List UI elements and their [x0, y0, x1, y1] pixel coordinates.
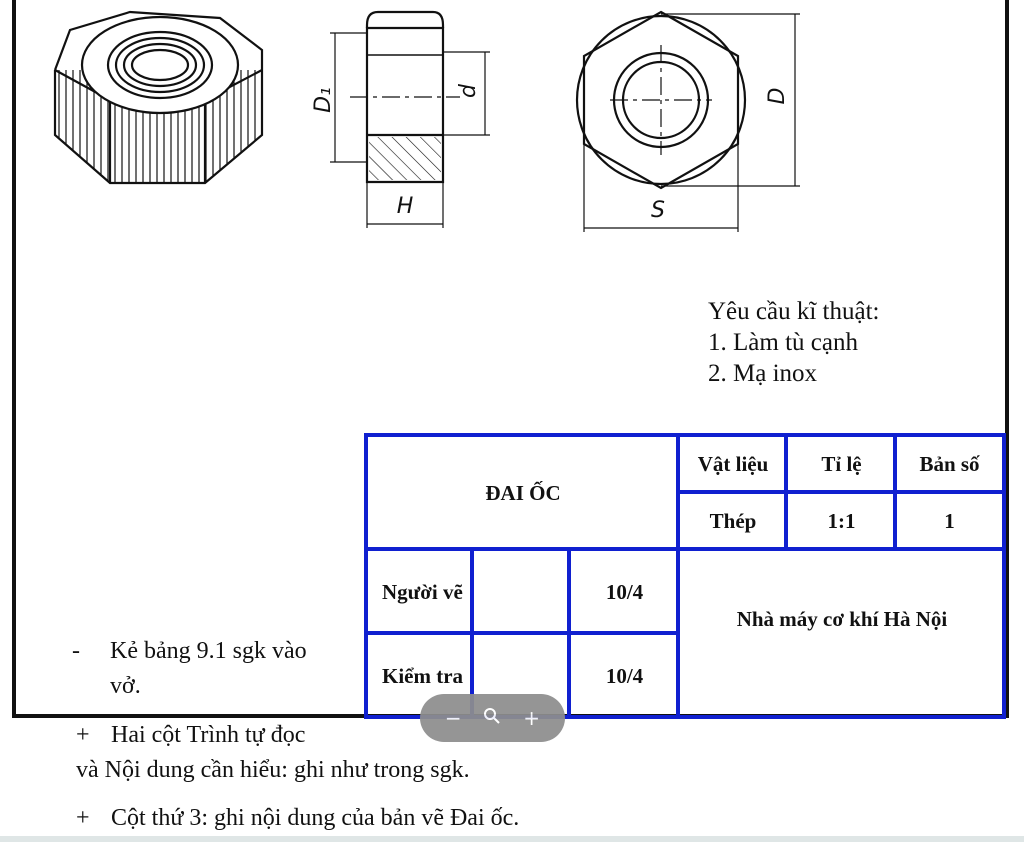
checked-by-label: Kiểm tra [382, 664, 464, 688]
requirement-item-1: 1. Làm tù cạnh [708, 329, 858, 356]
note-1-line-a: Kẻ bảng 9.1 sgk vào [110, 638, 307, 664]
s-label: S [651, 198, 665, 223]
zoom-magnifier-icon[interactable] [483, 706, 501, 730]
bottom-bar [0, 836, 1024, 842]
note-1-dash: - [72, 638, 80, 664]
h-label: H [397, 194, 414, 219]
sheet-header: Bản số [919, 452, 980, 476]
d1-label: D₁ [311, 87, 336, 113]
note-3-line-a: Cột thứ 3: ghi nội dung của bản vẽ Đai ố… [111, 805, 520, 831]
note-3-plus: + [76, 805, 90, 831]
zoom-out-button[interactable]: − [444, 706, 462, 730]
requirement-item-2: 2. Mạ inox [708, 360, 818, 387]
sheet-value: 1 [944, 509, 955, 533]
drawing-name: ĐAI ỐC [485, 480, 561, 505]
company-name: Nhà máy cơ khí Hà Nội [736, 606, 948, 631]
note-1-line-b: vở. [110, 673, 141, 699]
material-value: Thép [709, 509, 757, 533]
technical-requirements: Yêu cầu kĩ thuật: 1. Làm tù cạnh 2. Mạ i… [708, 296, 879, 389]
title-block-grid [364, 433, 1006, 719]
d-label: d [456, 83, 481, 98]
scale-header: Tỉ lệ [821, 452, 862, 476]
material-header: Vật liệu [697, 452, 769, 476]
note-2-line-a: Hai cột Trình tự đọc [111, 722, 306, 748]
scale-value: 1:1 [827, 509, 856, 533]
front-view [577, 12, 800, 232]
title-block: ĐAI ỐC Vật liệu Tỉ lệ Bản số Thép 1:1 1 … [364, 433, 1006, 719]
requirements-title: Yêu cầu kĩ thuật: [708, 298, 880, 325]
note-2-plus: + [76, 722, 90, 748]
drawn-date: 10/4 [605, 579, 644, 604]
checked-date: 10/4 [605, 663, 644, 688]
drawn-by-label: Người vẽ [382, 580, 463, 604]
note-2-line-b: và Nội dung cần hiểu: ghi như trong sgk. [76, 757, 470, 783]
D-label: D [765, 88, 790, 105]
isometric-nut-view [55, 12, 262, 183]
page-border-left [12, 0, 16, 718]
zoom-controls: − + [420, 694, 565, 742]
zoom-in-button[interactable]: + [523, 706, 541, 730]
page-border-right [1005, 0, 1009, 718]
side-view [330, 12, 490, 228]
search-icon [484, 708, 501, 724]
